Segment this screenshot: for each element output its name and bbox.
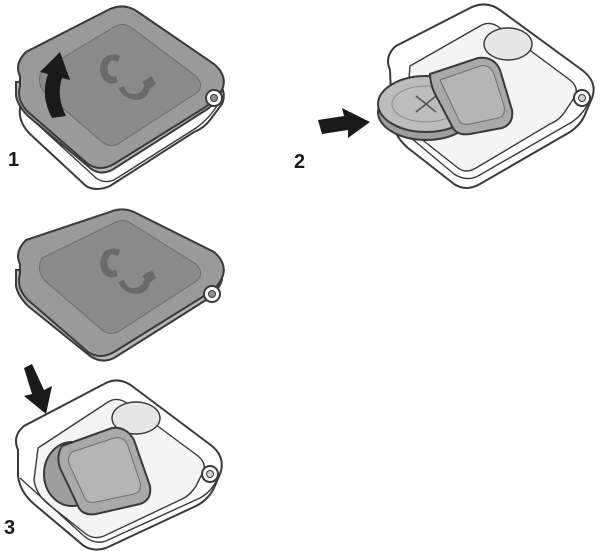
step-3-number: 3: [4, 517, 15, 539]
step-1-number: 1: [8, 149, 19, 171]
down-arrow-icon: [24, 364, 52, 414]
insert-arrow-icon: [318, 108, 370, 138]
key-ring-hole-icon: [202, 466, 218, 482]
step-2-number: 2: [294, 151, 305, 173]
key-ring-hole-icon: [204, 286, 220, 302]
step-1-panel: 1: [8, 6, 224, 189]
key-ring-hole-icon: [206, 90, 222, 106]
key-ring-hole-icon: [574, 90, 590, 106]
step-2-panel: 2: [294, 4, 594, 188]
step-2-battery-contact: [484, 28, 532, 60]
